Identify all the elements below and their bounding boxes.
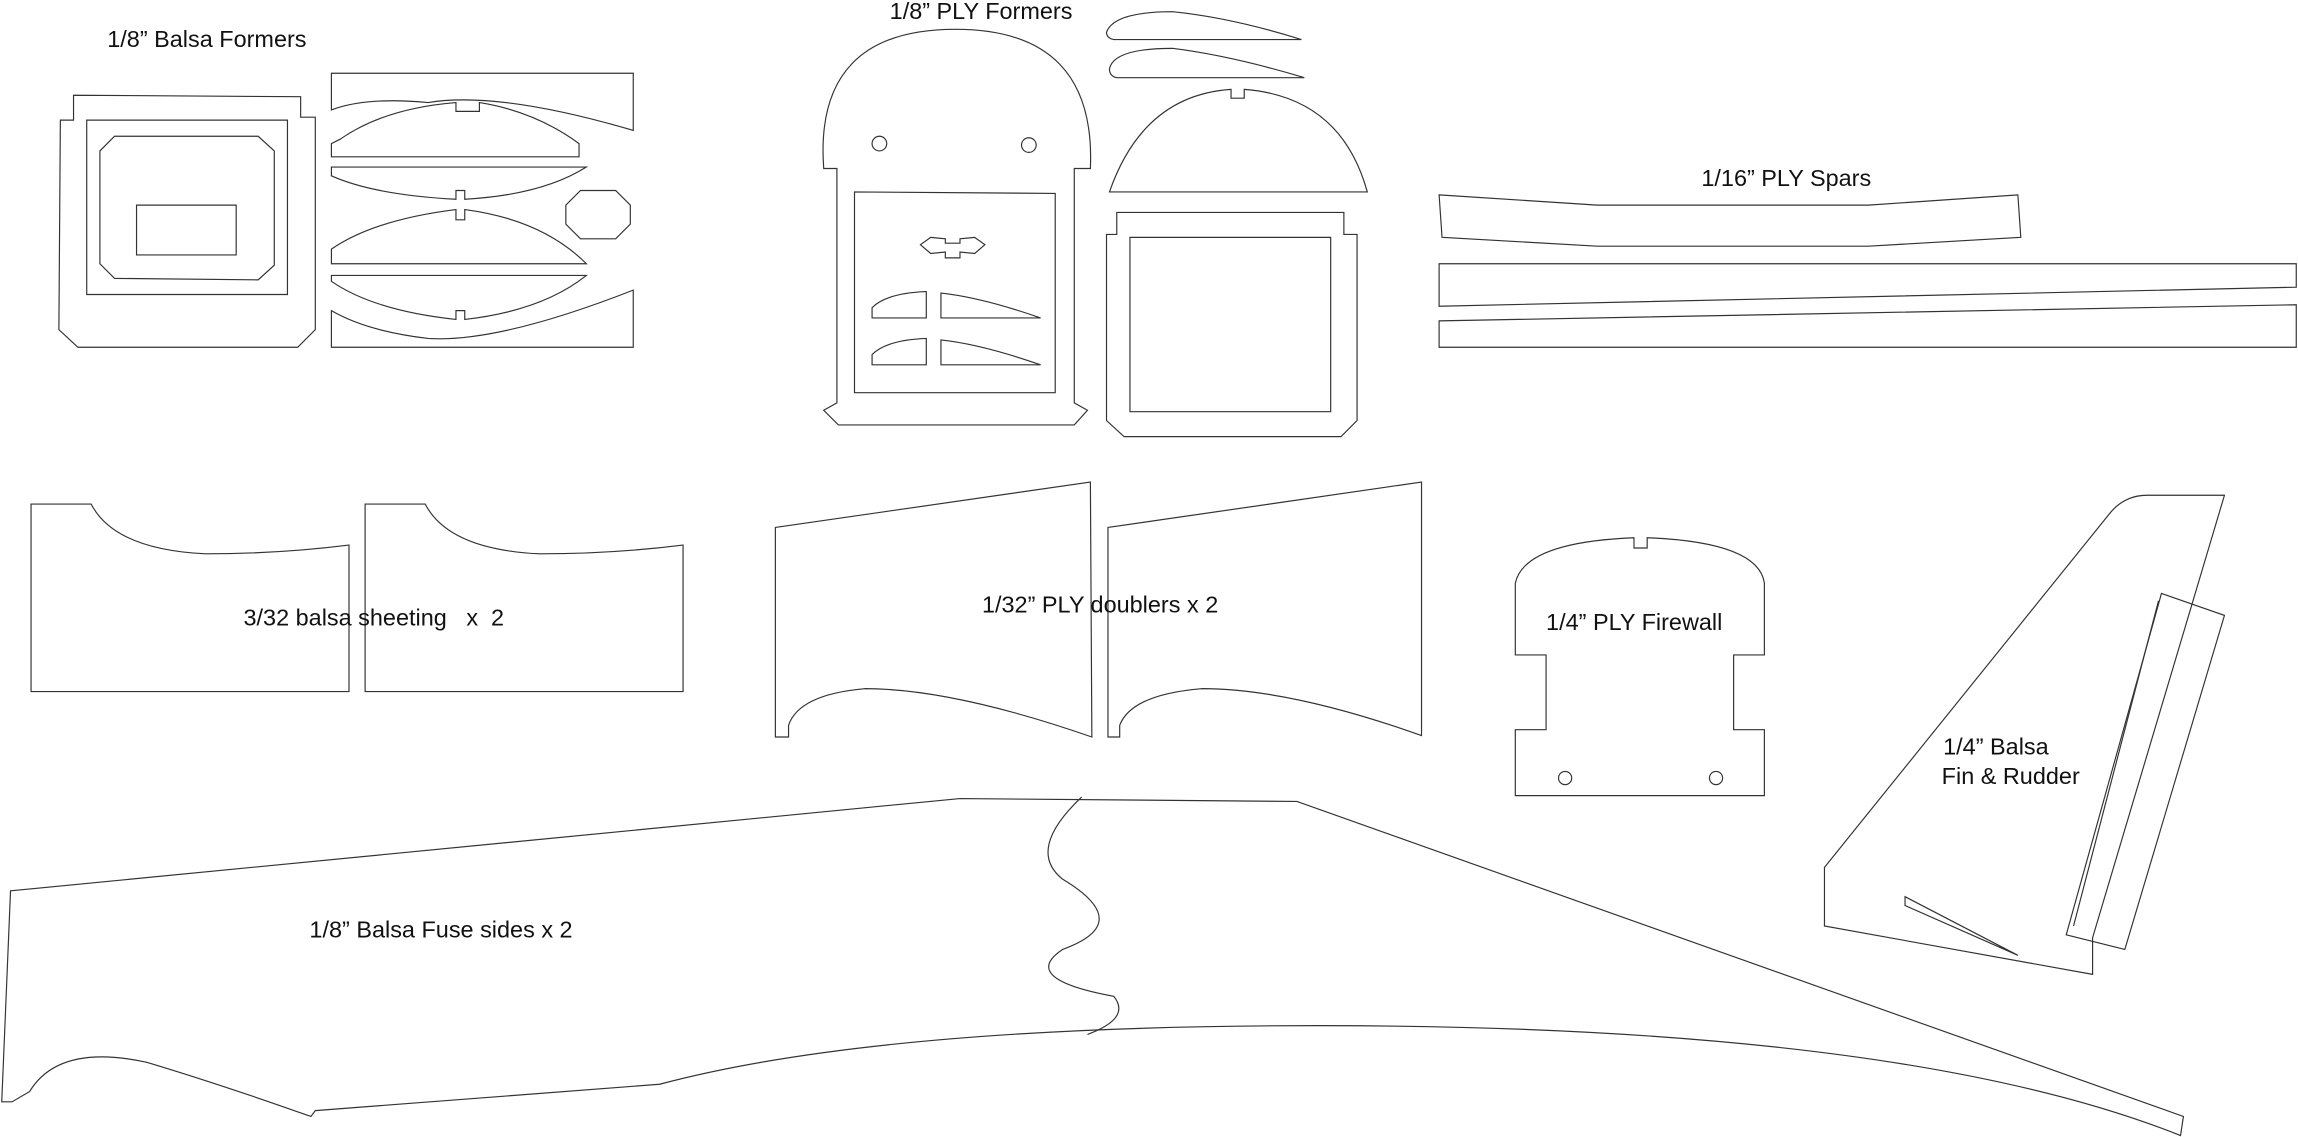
firewall-hole-left xyxy=(1557,770,1573,786)
balsa-former-octagon xyxy=(99,135,275,281)
label-ply-spars: 1/16” PLY Spars xyxy=(1701,165,1871,191)
spar-2 xyxy=(1438,263,2297,307)
ply-small-airfoil-2 xyxy=(871,337,927,366)
ply-former-hole-right xyxy=(1020,137,1037,153)
label-fuse-sides: 1/8” Balsa Fuse sides x 2 xyxy=(309,917,572,943)
balsa-former-lens-1 xyxy=(330,166,589,200)
label-balsa-sheeting: 3/32 balsa sheeting x 2 xyxy=(244,605,505,631)
label-ply-formers: 1/8” PLY Formers xyxy=(890,0,1073,24)
balsa-former-lens-2 xyxy=(330,274,589,321)
ply-former-arch xyxy=(822,28,1092,426)
label-fin-rudder-line1: 1/4” Balsa xyxy=(1943,734,2049,760)
spar-1 xyxy=(1438,194,2022,247)
balsa-former-dome-2 xyxy=(330,208,588,265)
ply-doublers-group: 1/32” PLY doublers x 2 xyxy=(774,481,1423,738)
label-balsa-formers: 1/8” Balsa Formers xyxy=(107,26,306,52)
rudder-edge-line xyxy=(2072,600,2160,927)
balsa-formers-group: 1/8” Balsa Formers xyxy=(58,26,634,348)
ply-former-hole-left xyxy=(871,135,888,152)
firewall-hole-right xyxy=(1708,770,1724,786)
fuse-split-line xyxy=(1047,796,1120,1035)
balsa-former-outer xyxy=(58,94,316,348)
firewall xyxy=(1514,537,1765,797)
balsa-sheeting-group: 3/32 balsa sheeting x 2 xyxy=(30,503,684,693)
doubler-2 xyxy=(1107,481,1423,738)
spar-3 xyxy=(1438,304,2297,348)
balsa-former-inner-rect xyxy=(86,119,289,296)
balsa-former-wedge-top xyxy=(330,72,634,132)
label-ply-firewall: 1/4” PLY Firewall xyxy=(1546,609,1722,635)
rudder xyxy=(2065,592,2226,951)
ply-small-wedge-2 xyxy=(940,339,1041,366)
fin-rudder-group: 1/4” Balsa Fin & Rudder xyxy=(1823,494,2226,976)
label-ply-doublers: 1/32” PLY doublers x 2 xyxy=(982,591,1218,617)
fuse-sides-group: 1/8” Balsa Fuse sides x 2 xyxy=(1,796,2185,1137)
balsa-former-small-octagon xyxy=(565,189,631,240)
ply-former-inner-rect xyxy=(853,191,1056,394)
sheeting-1 xyxy=(30,503,350,693)
ply-small-bracket xyxy=(919,236,986,259)
balsa-former-dome-1 xyxy=(330,101,580,158)
ply-airfoil-top-2 xyxy=(1108,47,1305,79)
ply-formers-group: 1/8” PLY Formers xyxy=(822,0,1369,438)
ply-small-airfoil-1 xyxy=(871,290,927,319)
label-fin-rudder-line2: Fin & Rudder xyxy=(1942,763,2080,789)
fin-strip xyxy=(1904,895,2019,956)
ply-box-former xyxy=(1105,211,1358,438)
ply-dome xyxy=(1108,88,1369,193)
fin xyxy=(1823,494,2226,976)
balsa-former-wedge-bottom xyxy=(330,289,634,348)
ply-spars-group: 1/16” PLY Spars xyxy=(1438,165,2297,348)
ply-small-wedge-1 xyxy=(940,292,1041,319)
ply-box-inner-rect xyxy=(1129,236,1332,413)
balsa-former-cutout xyxy=(135,204,237,256)
firewall-group: 1/4” PLY Firewall xyxy=(1514,537,1765,797)
doubler-1 xyxy=(774,481,1093,738)
fuse-side xyxy=(1,797,2185,1137)
sheeting-2 xyxy=(364,503,684,693)
ply-airfoil-top-1 xyxy=(1105,11,1302,41)
